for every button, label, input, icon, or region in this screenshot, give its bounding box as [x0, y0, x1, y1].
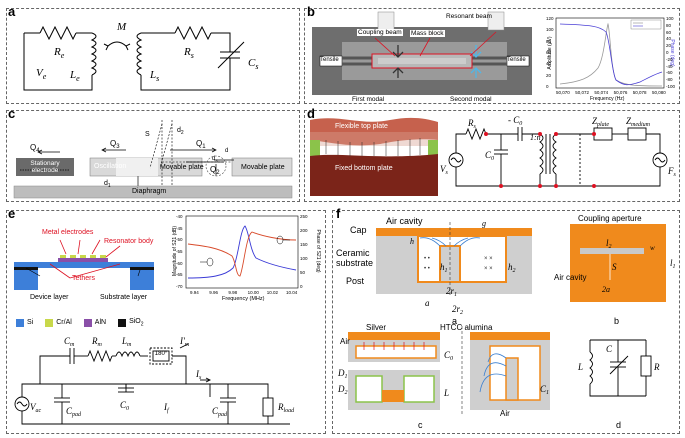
chart-e-ytick-left: -70: [176, 284, 183, 289]
device-layer-label: Device layer: [30, 294, 69, 301]
chart-b-xtick: 50,078: [632, 90, 647, 95]
legend-item: Cr/Al: [45, 318, 72, 327]
resonator-body-label: Resonator body: [104, 238, 154, 245]
tethers-label: Tethers: [72, 275, 95, 282]
panel-f: [332, 210, 680, 434]
chart-b-xtick: 50,080: [652, 90, 666, 95]
legend-label: Si: [27, 319, 34, 327]
chart-b-ytick-left: 20: [546, 72, 552, 78]
chart-b-ytick-right: 20: [666, 43, 672, 49]
tensile-right-label: Tensile: [507, 57, 526, 63]
flexible-top-plate-label: Flexible top plate: [335, 123, 388, 130]
chart-e-ytick-right: 200: [300, 228, 308, 233]
legend-swatch: [118, 318, 127, 327]
diaphragm-label: Diaphragm: [132, 188, 167, 195]
legend-item: Si: [16, 318, 33, 327]
chart-b-xlabel: Frequency (Hz): [590, 96, 625, 102]
mass-block-label: Mass block: [410, 30, 445, 37]
chart-b-ytick-left: 80: [546, 38, 552, 44]
legend-swatch: [16, 318, 24, 327]
coupling-beam-label: Coupling beam: [357, 29, 403, 36]
legend-item: SiO2: [118, 318, 144, 328]
chart-e-ytick-left: -40: [176, 214, 183, 219]
legend-label-sub: 2: [140, 321, 144, 328]
panel-a: [6, 8, 300, 104]
chart-b-ytick-left: 40: [546, 61, 552, 67]
chart-e-ytick-right: 150: [300, 242, 308, 247]
metal-electrodes-label: Metal electrodes: [42, 229, 94, 236]
resonant-beam-label: Resonant beam: [446, 13, 492, 20]
chart-e-ytick-right: 100: [300, 256, 308, 261]
chart-e-ytick-left: -55: [176, 249, 183, 254]
first-modal-label: First modal: [352, 96, 385, 103]
chart-b-ytick-right: 40: [666, 36, 672, 42]
chart-b-ytick-left: 100: [546, 27, 554, 33]
legend-label: AlN: [94, 319, 107, 327]
chart-b-ytick-left: 0: [546, 84, 549, 89]
panel-d-label: d: [307, 106, 315, 121]
chart-e-ytick-left: -60: [176, 260, 183, 266]
tensile-left-label: Tensile: [320, 57, 339, 63]
chart-b-xtick: 50,070: [556, 90, 570, 95]
phase-box-label: 180°: [154, 351, 168, 357]
chart-b-ytick-right: -20: [666, 56, 673, 62]
chart-b-ytick-right: 80: [666, 22, 672, 28]
chart-e-ytick-left: -45: [176, 225, 183, 231]
chart-b-ytick-left: 60: [546, 50, 552, 55]
legend-swatch: [45, 318, 54, 327]
movable-plate-1-label: Movable plate: [160, 164, 204, 171]
panel-f-label: f: [336, 206, 341, 221]
chart-b-xtick: 50,074: [594, 90, 609, 95]
chart-e-ytick-left: -50: [176, 237, 183, 243]
chart-e-xtick: 9.96: [209, 290, 218, 295]
panel-b-label: b: [307, 4, 315, 19]
movable-plate-2-label: Movable plate: [241, 164, 285, 171]
chart-e-xtick: 10.04: [286, 290, 298, 295]
chart-e-ytick-right: 250: [300, 214, 308, 219]
panel-e-legend: Si Cr/Al AlN SiO2: [16, 318, 144, 327]
legend-item: AlN: [83, 318, 107, 327]
legend-swatch: [83, 318, 92, 327]
oscillation-label: Oscillation: [94, 163, 127, 170]
chart-b-ytick-right: 100: [666, 16, 674, 21]
panel-c-label: c: [8, 106, 16, 121]
fixed-bottom-plate-label: Fixed bottom plate: [335, 165, 393, 172]
chart-e-xlabel: Frequency (MHz): [222, 296, 265, 302]
chart-e-xtick: 10.00: [247, 290, 259, 295]
chart-e-xtick: 10.02: [266, 290, 279, 295]
chart-e-ytick-right: 0: [300, 284, 303, 289]
chart-b-ytick-right: 0: [666, 50, 669, 55]
chart-e-ytick-right: 50: [300, 270, 306, 275]
second-modal-label: Second modal: [450, 96, 492, 103]
legend-label: Cr/Al: [56, 319, 72, 327]
chart-b-ytick-right: -40: [666, 63, 673, 69]
chart-b-ytick-left: 120: [546, 16, 554, 21]
chart-e-ytick-left: -65: [176, 272, 183, 278]
stationary-electrode-label: Stationary electrode: [30, 160, 60, 174]
chart-b-xtick: 50,072: [575, 90, 589, 95]
panel-a-label: a: [8, 4, 16, 19]
chart-e-xtick: 9.94: [190, 290, 199, 295]
legend-label: SiO2: [129, 318, 144, 328]
chart-b-ytick-right: -100: [666, 84, 676, 89]
substrate-layer-label: Substrate layer: [100, 294, 148, 301]
chart-e-ylabel-right: Phase of S21 (deg): [315, 229, 321, 273]
chart-b-ytick-right: -60: [666, 70, 673, 76]
panel-e-label: e: [8, 206, 16, 221]
chart-b-ytick-right: -80: [666, 77, 673, 83]
chart-b-ytick-right: 60: [666, 29, 672, 35]
chart-e-xtick: 9.98: [228, 290, 238, 295]
chart-b-xtick: 50,076: [613, 90, 628, 95]
